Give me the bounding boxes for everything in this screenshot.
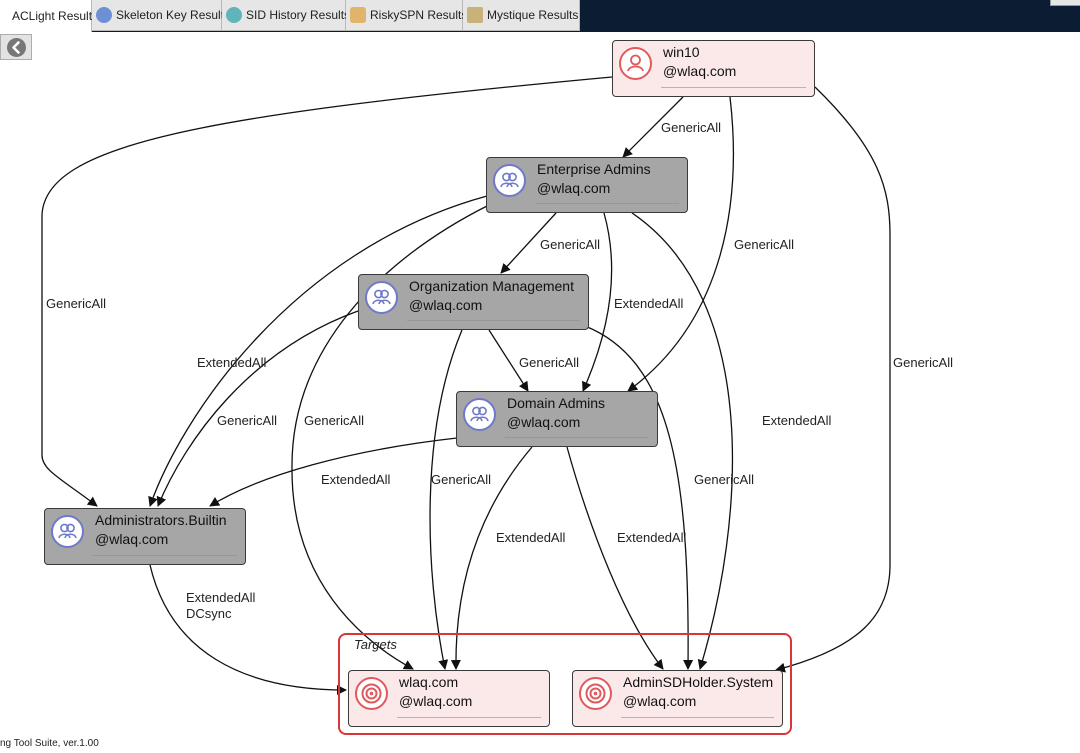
node-administrators-builtin[interactable]: Administrators.Builtin @wlaq.com (44, 508, 246, 565)
edge-label: ExtendedAll (321, 472, 390, 487)
edge-enterprise-domain-admins (582, 212, 613, 392)
node-domain: @wlaq.com (623, 693, 697, 709)
node-separator (505, 437, 649, 438)
tab-sid-history-results[interactable]: SID History Results (222, 0, 350, 31)
edge-orgmgmt-administrators (156, 310, 359, 507)
edge-win10-adminsdholder (775, 86, 891, 673)
node-separator (535, 203, 679, 204)
edge-label: ExtendedAll (186, 590, 255, 605)
edge-label: ExtendedAll (614, 296, 683, 311)
edge-label: GenericAll (217, 413, 277, 428)
node-separator (661, 87, 806, 88)
edge-orgmgmt-wlaq (429, 329, 463, 670)
edge-win10-administrators (41, 76, 613, 507)
back-button[interactable] (0, 34, 32, 60)
tab-skeleton-key-results[interactable]: Skeleton Key Results (92, 0, 230, 31)
node-name: Enterprise Admins (537, 161, 651, 177)
node-domain: @wlaq.com (507, 414, 581, 430)
status-footer: ng Tool Suite, ver.1.00 (0, 738, 99, 749)
edge-domainadmins-administrators (209, 437, 458, 507)
edge-enterprise-orgmgmt (500, 212, 557, 274)
edge-label: GenericAll (304, 413, 364, 428)
edge-win10-enterprise-admins (622, 96, 684, 158)
node-adminsdholder-system[interactable]: AdminSDHolder.System @wlaq.com (572, 670, 783, 727)
tab-aclight-results[interactable]: ACLight Results (0, 0, 98, 32)
edge-label: GenericAll (661, 120, 721, 135)
edge-label: GenericAll (431, 472, 491, 487)
target-icon (355, 677, 388, 710)
target-icon (579, 677, 612, 710)
node-name: wlaq.com (399, 674, 459, 690)
tab-label: RiskySPN Results (370, 8, 468, 22)
node-name: Organization Management (409, 278, 574, 294)
node-name: win10 (663, 44, 700, 60)
tab-label: SID History Results (246, 8, 351, 22)
node-domain: @wlaq.com (663, 63, 737, 79)
tab-label: Skeleton Key Results (116, 8, 231, 22)
mystique-icon (467, 7, 483, 23)
node-enterprise-admins[interactable]: Enterprise Admins @wlaq.com (486, 157, 688, 213)
node-name: Administrators.Builtin (95, 512, 227, 528)
node-domain-admins[interactable]: Domain Admins @wlaq.com (456, 391, 658, 447)
riskyspn-icon (350, 7, 366, 23)
edge-label: GenericAll (46, 296, 106, 311)
node-separator (407, 320, 580, 321)
edge-label: GenericAll (694, 472, 754, 487)
back-arrow-icon (7, 38, 26, 57)
edge-label: DCsync (186, 606, 232, 621)
edge-label: ExtendedAll (496, 530, 565, 545)
edge-label: GenericAll (540, 237, 600, 252)
edge-enterprise-adminsdholder (631, 212, 734, 670)
edge-label: ExtendedAll (197, 355, 266, 370)
edge-enterprise-wlaq (291, 205, 488, 670)
node-domain: @wlaq.com (537, 180, 611, 196)
edge-label: GenericAll (893, 355, 953, 370)
tab-bar: ACLight Results Skeleton Key Results SID… (0, 0, 1080, 32)
edge-administrators-wlaq (149, 564, 347, 695)
tab-label: Mystique Results (487, 8, 579, 22)
edge-enterprise-administrators (148, 195, 488, 507)
targets-label: Targets (354, 637, 397, 652)
node-domain: @wlaq.com (399, 693, 473, 709)
group-icon (493, 164, 526, 197)
tab-mystique-results[interactable]: Mystique Results (463, 0, 580, 31)
node-name: AdminSDHolder.System (623, 674, 774, 690)
node-separator (93, 555, 237, 556)
skeleton-key-icon (96, 7, 112, 23)
edge-orgmgmt-adminsdholder (584, 325, 694, 670)
node-domain: @wlaq.com (409, 297, 483, 313)
node-win10[interactable]: win10 @wlaq.com (612, 40, 815, 97)
node-name: Domain Admins (507, 395, 606, 411)
tab-riskyspn-results[interactable]: RiskySPN Results (346, 0, 467, 31)
edge-label: GenericAll (519, 355, 579, 370)
node-separator (621, 717, 774, 718)
group-icon (463, 398, 496, 431)
edge-label: GenericAll (734, 237, 794, 252)
edge-win10-domain-admins (627, 96, 734, 392)
edge-domainadmins-adminsdholder (566, 446, 664, 670)
group-icon (51, 515, 84, 548)
group-icon (365, 281, 398, 314)
edge-label: ExtendedAll (617, 530, 686, 545)
sid-history-icon (226, 7, 242, 23)
window-control-button[interactable] (1050, 0, 1080, 6)
tab-label: ACLight Results (12, 9, 99, 23)
edge-orgmgmt-domain-admins (488, 329, 529, 392)
node-separator (397, 717, 541, 718)
edge-domainadmins-wlaq (450, 446, 533, 670)
node-domain: @wlaq.com (95, 531, 169, 547)
user-icon (619, 47, 652, 80)
edge-label: ExtendedAll (762, 413, 831, 428)
node-organization-management[interactable]: Organization Management @wlaq.com (358, 274, 589, 330)
node-wlaq-com[interactable]: wlaq.com @wlaq.com (348, 670, 550, 727)
targets-group: Targets (338, 633, 792, 735)
